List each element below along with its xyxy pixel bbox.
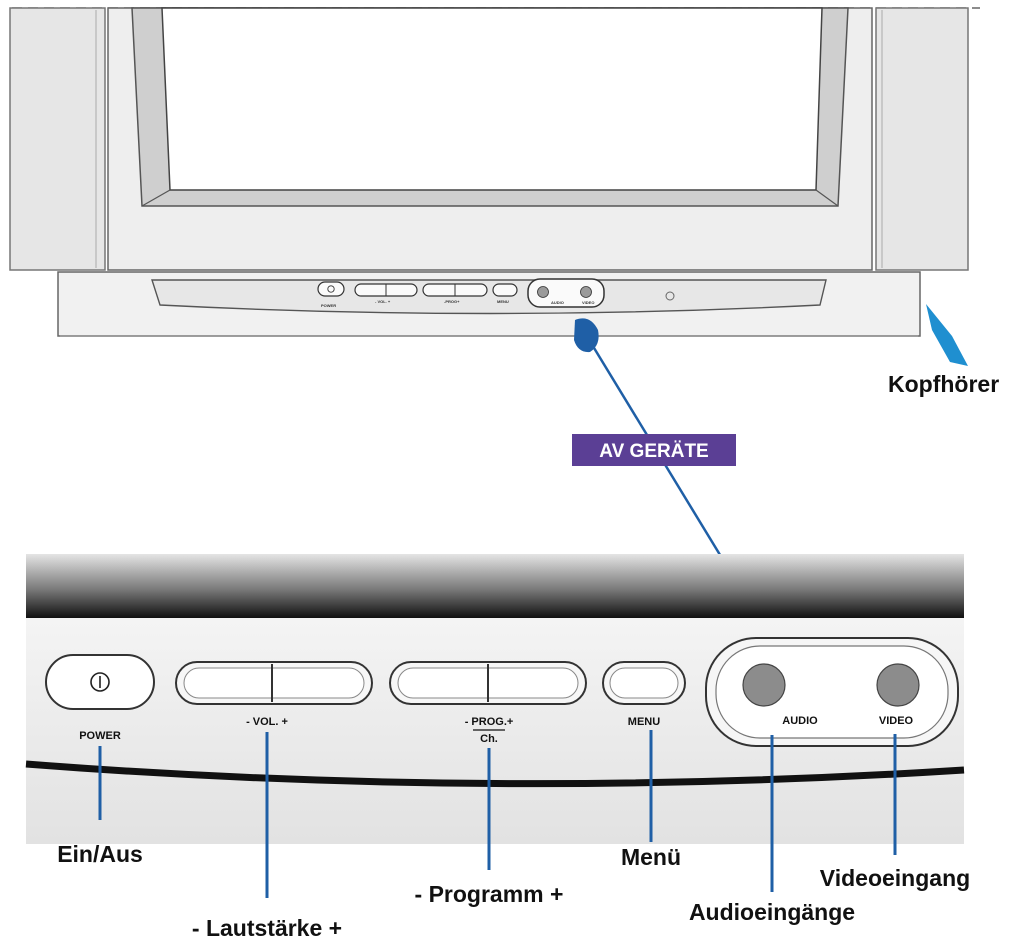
headphone-pointer — [926, 304, 968, 366]
mini-prog-buttons: -PROG+ — [422, 283, 488, 304]
mini-power-button: POWER — [317, 281, 345, 308]
audio-label: AUDIO — [782, 715, 818, 727]
svg-text:- VOL. +: - VOL. + — [375, 299, 391, 304]
power-button — [45, 654, 155, 710]
av-plug — [574, 318, 599, 353]
callout-audio: Audioeingänge — [689, 899, 855, 925]
svg-text:-PROG+: -PROG+ — [444, 299, 460, 304]
power-label: POWER — [79, 730, 121, 742]
av-input-block — [705, 637, 959, 747]
video-label: VIDEO — [879, 715, 914, 727]
panel-top-band — [26, 554, 964, 618]
video-jack — [876, 663, 920, 707]
program-buttons — [389, 661, 587, 705]
callout-menu: Menü — [621, 844, 681, 870]
callout-power: Ein/Aus — [57, 841, 143, 867]
ir-sensor — [665, 291, 675, 301]
volume-label: - VOL. + — [246, 716, 288, 728]
mini-vol-buttons: - VOL. + — [354, 283, 418, 304]
power-icon — [90, 672, 110, 692]
mini-av-block: AUDIO VIDEO — [527, 278, 605, 308]
av-devices-badge: AV GERÄTE — [572, 434, 736, 466]
tv-set: POWER - VOL. + -PROG+ MENU AUDIO VIDEO — [9, 7, 980, 337]
panel-bottom-curve — [25, 760, 965, 788]
mini-menu-button: MENU — [492, 283, 518, 304]
right-speaker — [875, 7, 969, 271]
callout-video: Videoeingang — [820, 865, 970, 891]
svg-text:AV GERÄTE: AV GERÄTE — [599, 441, 708, 462]
volume-buttons — [175, 661, 373, 705]
svg-text:POWER: POWER — [321, 303, 336, 308]
callout-program: - Programm + — [415, 881, 564, 907]
menu-button — [602, 661, 686, 705]
tv-screen — [161, 7, 823, 191]
callout-lines — [98, 730, 897, 898]
menu-label: MENU — [628, 716, 660, 728]
program-label: - PROG.+ — [465, 716, 514, 728]
channel-label: Ch. — [480, 733, 498, 745]
left-speaker — [9, 7, 106, 271]
base-control-strip — [151, 279, 827, 315]
enlarged-control-panel: POWER - VOL. + - PROG.+ Ch. MENU — [25, 554, 965, 844]
svg-text:VIDEO: VIDEO — [582, 300, 594, 305]
callout-headphones: Kopfhörer — [888, 371, 999, 397]
callout-volume: - Lautstärke + — [192, 915, 342, 941]
svg-text:AUDIO: AUDIO — [551, 300, 564, 305]
audio-jack — [742, 663, 786, 707]
svg-text:MENU: MENU — [497, 299, 509, 304]
